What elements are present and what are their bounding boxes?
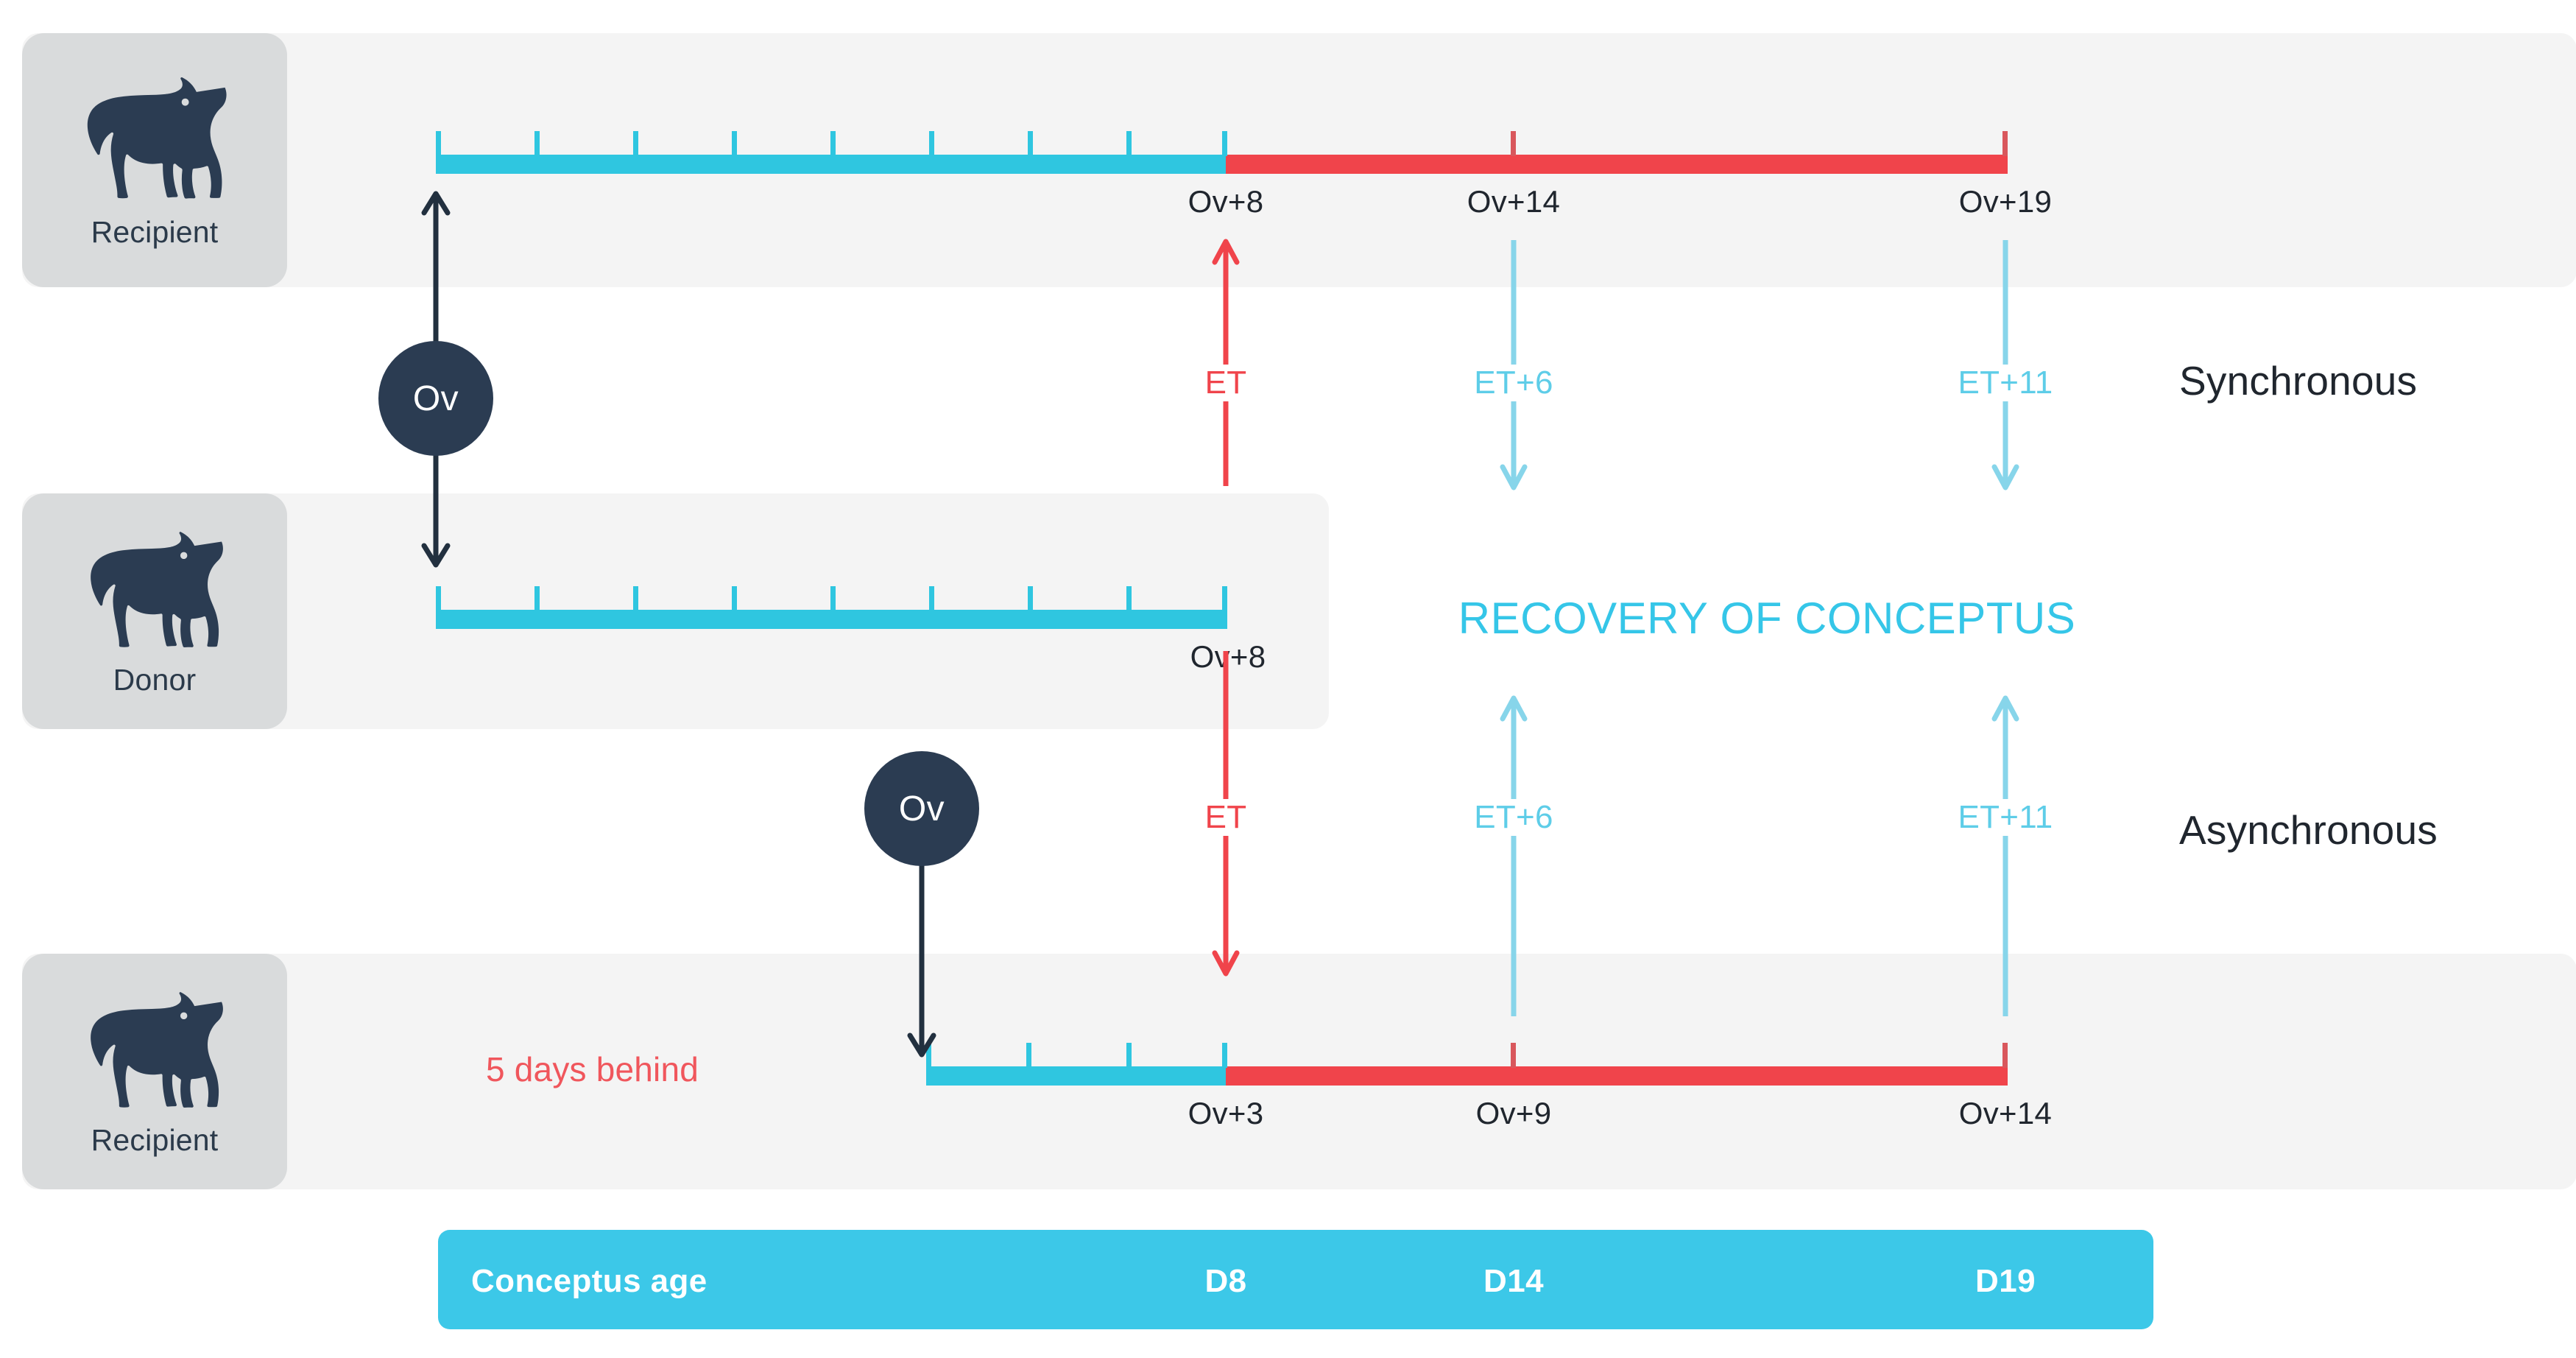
timeline-label: Ov+19 — [1958, 184, 2053, 219]
ov-node-synchronous[interactable]: Ov — [378, 341, 493, 456]
timeline-label: Ov+3 — [1188, 1096, 1264, 1130]
arrow-label-et6-sync: ET+6 — [1467, 365, 1561, 401]
horse-icon — [81, 988, 228, 1121]
timeline-tick — [2002, 131, 2008, 156]
arrow-et11-sync — [1991, 236, 2020, 493]
ov-node-asynchronous[interactable]: Ov — [864, 751, 979, 866]
arrow-label-et-async: ET — [1197, 799, 1255, 836]
timeline-tick — [929, 131, 934, 156]
side-title-asynchronous: Asynchronous — [2179, 807, 2438, 853]
timeline-tick — [436, 586, 441, 611]
conceptus-age-title: Conceptus age — [471, 1263, 707, 1299]
timeline-tick — [830, 586, 836, 611]
timeline-tick — [1028, 131, 1033, 156]
arrow-label-et-sync: ET — [1197, 365, 1255, 401]
timeline-tick — [436, 131, 441, 156]
timeline-tick — [732, 131, 737, 156]
timeline-tick — [929, 586, 934, 611]
animal-card-label: Recipient — [91, 1122, 219, 1157]
timeline-tick — [1511, 1043, 1516, 1068]
arrow-label-et6-async: ET+6 — [1467, 799, 1561, 836]
animal-card-recipient-bottom: Recipient — [22, 954, 287, 1189]
timeline-tick — [2002, 1043, 2008, 1068]
timeline-tick — [534, 131, 540, 156]
timeline-tick — [534, 586, 540, 611]
timeline-tick — [1026, 1043, 1031, 1068]
horse-icon — [81, 528, 228, 661]
conceptus-age-bar — [438, 1230, 2153, 1329]
arrow-et11-async — [1991, 692, 2020, 1024]
timeline-tick — [732, 586, 737, 611]
ov-down-arrow-asynchronous — [906, 862, 938, 1060]
timeline-tick — [1126, 131, 1132, 156]
arrow-label-et11-sync: ET+11 — [1950, 365, 2061, 401]
timeline-segment-red — [1226, 155, 2008, 174]
arrow-et6-async — [1499, 692, 1528, 1024]
timeline-tick — [830, 131, 836, 156]
animal-card-recipient-top: Recipient — [22, 33, 287, 287]
animal-card-label: Recipient — [91, 215, 219, 249]
animal-card-label: Donor — [113, 662, 197, 697]
timeline-segment-cyan — [926, 1066, 1228, 1086]
timeline-label: Ov+14 — [1958, 1096, 2053, 1130]
timeline-tick — [1126, 1043, 1132, 1068]
timeline-tick — [1511, 131, 1516, 156]
side-title-synchronous: Synchronous — [2179, 358, 2418, 404]
timeline-tick — [926, 1043, 931, 1068]
timeline-tick — [1126, 586, 1132, 611]
timeline-segment-cyan — [436, 610, 1227, 629]
arrow-et6-sync — [1499, 236, 1528, 493]
timeline-tick — [1028, 586, 1033, 611]
timeline-label: Ov+14 — [1467, 184, 1561, 219]
timeline-label: Ov+9 — [1475, 1096, 1552, 1130]
timeline-tick — [1222, 1043, 1227, 1068]
recovery-headline: RECOVERY OF CONCEPTUS — [1458, 594, 2076, 643]
note-days-behind: 5 days behind — [486, 1050, 699, 1088]
timeline-tick — [1222, 586, 1227, 611]
horse-icon — [77, 73, 232, 213]
conceptus-age-mark: D19 — [1975, 1263, 2036, 1299]
timeline-tick — [633, 131, 638, 156]
conceptus-age-mark: D14 — [1483, 1263, 1544, 1299]
arrow-label-et11-async: ET+11 — [1950, 799, 2061, 836]
timeline-segment-red — [1226, 1066, 2008, 1086]
timeline-segment-cyan — [436, 155, 1227, 174]
timeline-tick — [1222, 131, 1227, 156]
timeline-label: Ov+8 — [1188, 184, 1264, 219]
timeline-tick — [633, 586, 638, 611]
animal-card-donor: Donor — [22, 493, 287, 729]
conceptus-age-mark: D8 — [1204, 1263, 1247, 1299]
